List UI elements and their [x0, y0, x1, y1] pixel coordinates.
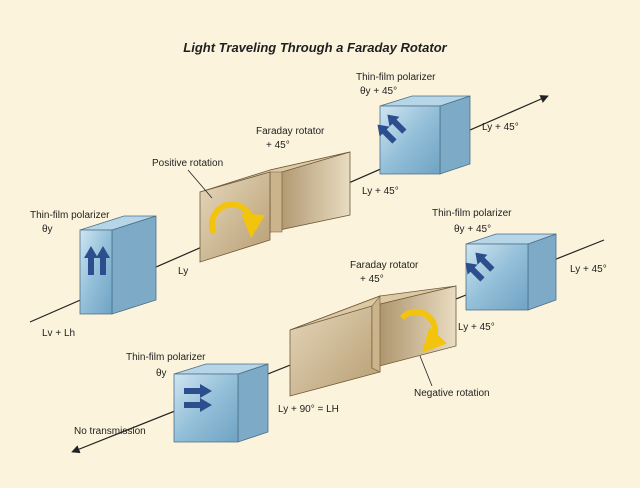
label-lh-equation: Ly + 90° = LH [278, 404, 339, 415]
label-faraday-bottom: Faraday rotator [350, 260, 419, 271]
negative-rotation-leader [419, 355, 433, 387]
label-tf-polarizer-left: Thin-film polarizer [30, 210, 110, 221]
horizontal-polarization-arrows [184, 384, 212, 412]
label-theta-left: θy [42, 224, 53, 235]
vertical-polarization-arrows [84, 246, 110, 275]
label-input-left: Lv + Lh [42, 328, 75, 339]
label-tf-polarizer-right: Thin-film polarizer [432, 208, 512, 219]
label-tf-theta-top: θy + 45° [360, 86, 397, 97]
diagram-title: Light Traveling Through a Faraday Rotato… [183, 40, 447, 55]
label-ly-left: Ly [178, 266, 188, 277]
label-theta-bottom: θy [156, 368, 167, 379]
label-positive-rotation: Positive rotation [152, 158, 223, 169]
polarizer-return-input [465, 233, 557, 311]
faraday-rotator-bottom [289, 285, 457, 397]
label-faraday-bottom-sub: + 45° [360, 274, 384, 285]
label-tf-theta-right: θy + 45° [454, 224, 491, 235]
negative-rotation-arrow [399, 308, 447, 353]
label-ly-mid: Ly + 45° [362, 186, 399, 197]
label-negative-rotation: Negative rotation [414, 388, 490, 399]
polarizer-input [79, 215, 157, 315]
label-out-right: Ly + 45° [570, 264, 607, 275]
polarizer-top-output [377, 95, 471, 175]
label-ly-right-low: Ly + 45° [458, 322, 495, 333]
polarizer-blocking [173, 363, 269, 443]
diagonal-return-arrows [465, 252, 495, 282]
positive-rotation-leader [187, 169, 213, 199]
label-out-top-right: Ly + 45° [482, 122, 519, 133]
label-tf-polarizer-top: Thin-film polarizer [356, 72, 436, 83]
positive-rotation-arrow [209, 201, 265, 238]
diagonal-polarization-arrows [377, 114, 407, 144]
label-faraday-top: Faraday rotator [256, 126, 325, 137]
faraday-rotator-top [199, 151, 351, 263]
label-faraday-top-sub: + 45° [266, 140, 290, 151]
label-tf-polarizer-bottom: Thin-film polarizer [126, 352, 206, 363]
label-no-transmission: No transmission [74, 426, 146, 437]
